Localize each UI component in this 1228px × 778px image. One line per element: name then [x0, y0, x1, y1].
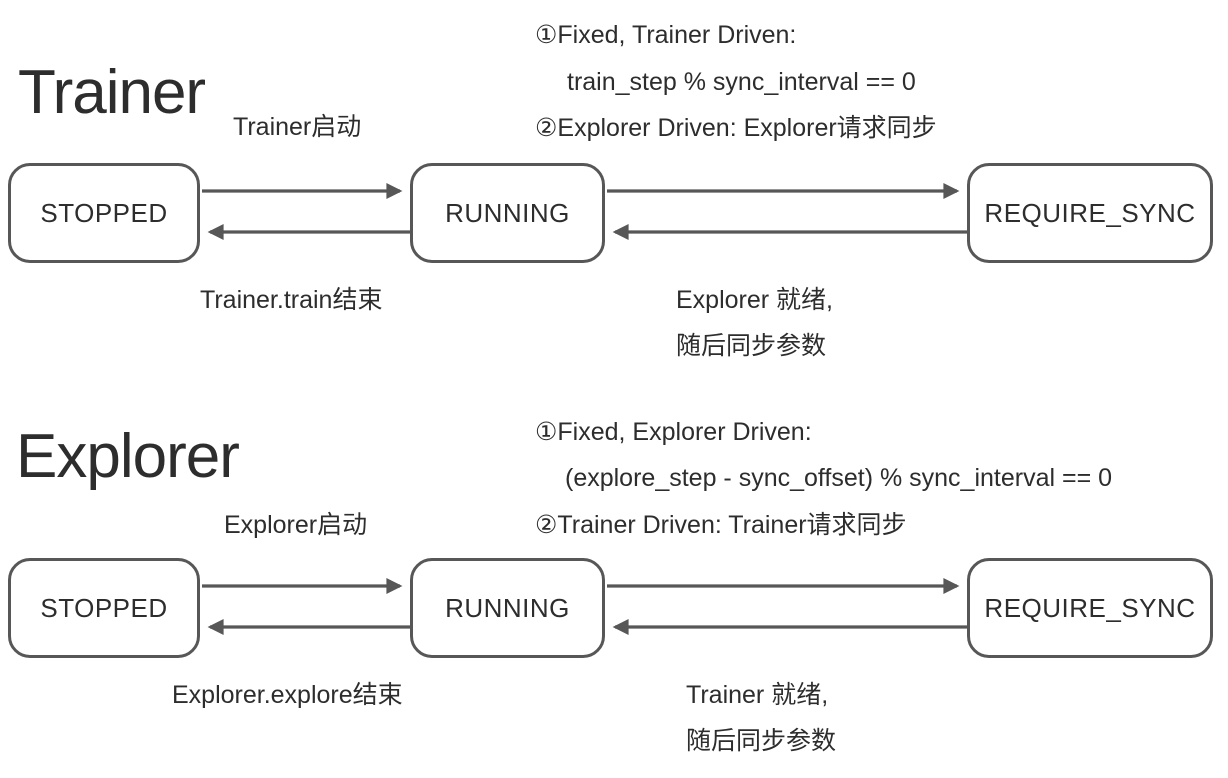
trainer-start-transition-label: Trainer启动 [233, 113, 362, 141]
explorer-state-running: RUNNING [410, 558, 605, 658]
explorer-sync-annotation-line2: (explore_step - sync_offset) % sync_inte… [565, 464, 1113, 492]
trainer-sync-annotation-line2: train_step % sync_interval == 0 [567, 68, 916, 96]
explorer-sync-ready-label-line2: 随后同步参数 [686, 727, 837, 755]
trainer-state-stopped: STOPPED [8, 163, 200, 263]
trainer-stop-transition-label: Trainer.train结束 [200, 286, 383, 314]
trainer-state-running: RUNNING [410, 163, 605, 263]
trainer-sync-annotation-line3: ②Explorer Driven: Explorer请求同步 [535, 114, 937, 142]
trainer-sync-ready-label-line2: 随后同步参数 [676, 332, 827, 360]
explorer-sync-annotation-line1: ①Fixed, Explorer Driven: [535, 418, 812, 446]
explorer-state-stopped: STOPPED [8, 558, 200, 658]
explorer-sync-annotation-line3: ②Trainer Driven: Trainer请求同步 [535, 511, 907, 539]
trainer-section-title: Trainer [18, 58, 206, 127]
trainer-state-require-sync: REQUIRE_SYNC [967, 163, 1213, 263]
trainer-sync-annotation-line1: ①Fixed, Trainer Driven: [535, 21, 797, 49]
explorer-start-transition-label: Explorer启动 [224, 511, 368, 539]
trainer-sync-ready-label-line1: Explorer 就绪, [676, 286, 833, 314]
explorer-stop-transition-label: Explorer.explore结束 [172, 681, 403, 709]
explorer-state-require-sync: REQUIRE_SYNC [967, 558, 1213, 658]
explorer-sync-ready-label-line1: Trainer 就绪, [686, 681, 829, 709]
explorer-section-title: Explorer [16, 422, 240, 491]
